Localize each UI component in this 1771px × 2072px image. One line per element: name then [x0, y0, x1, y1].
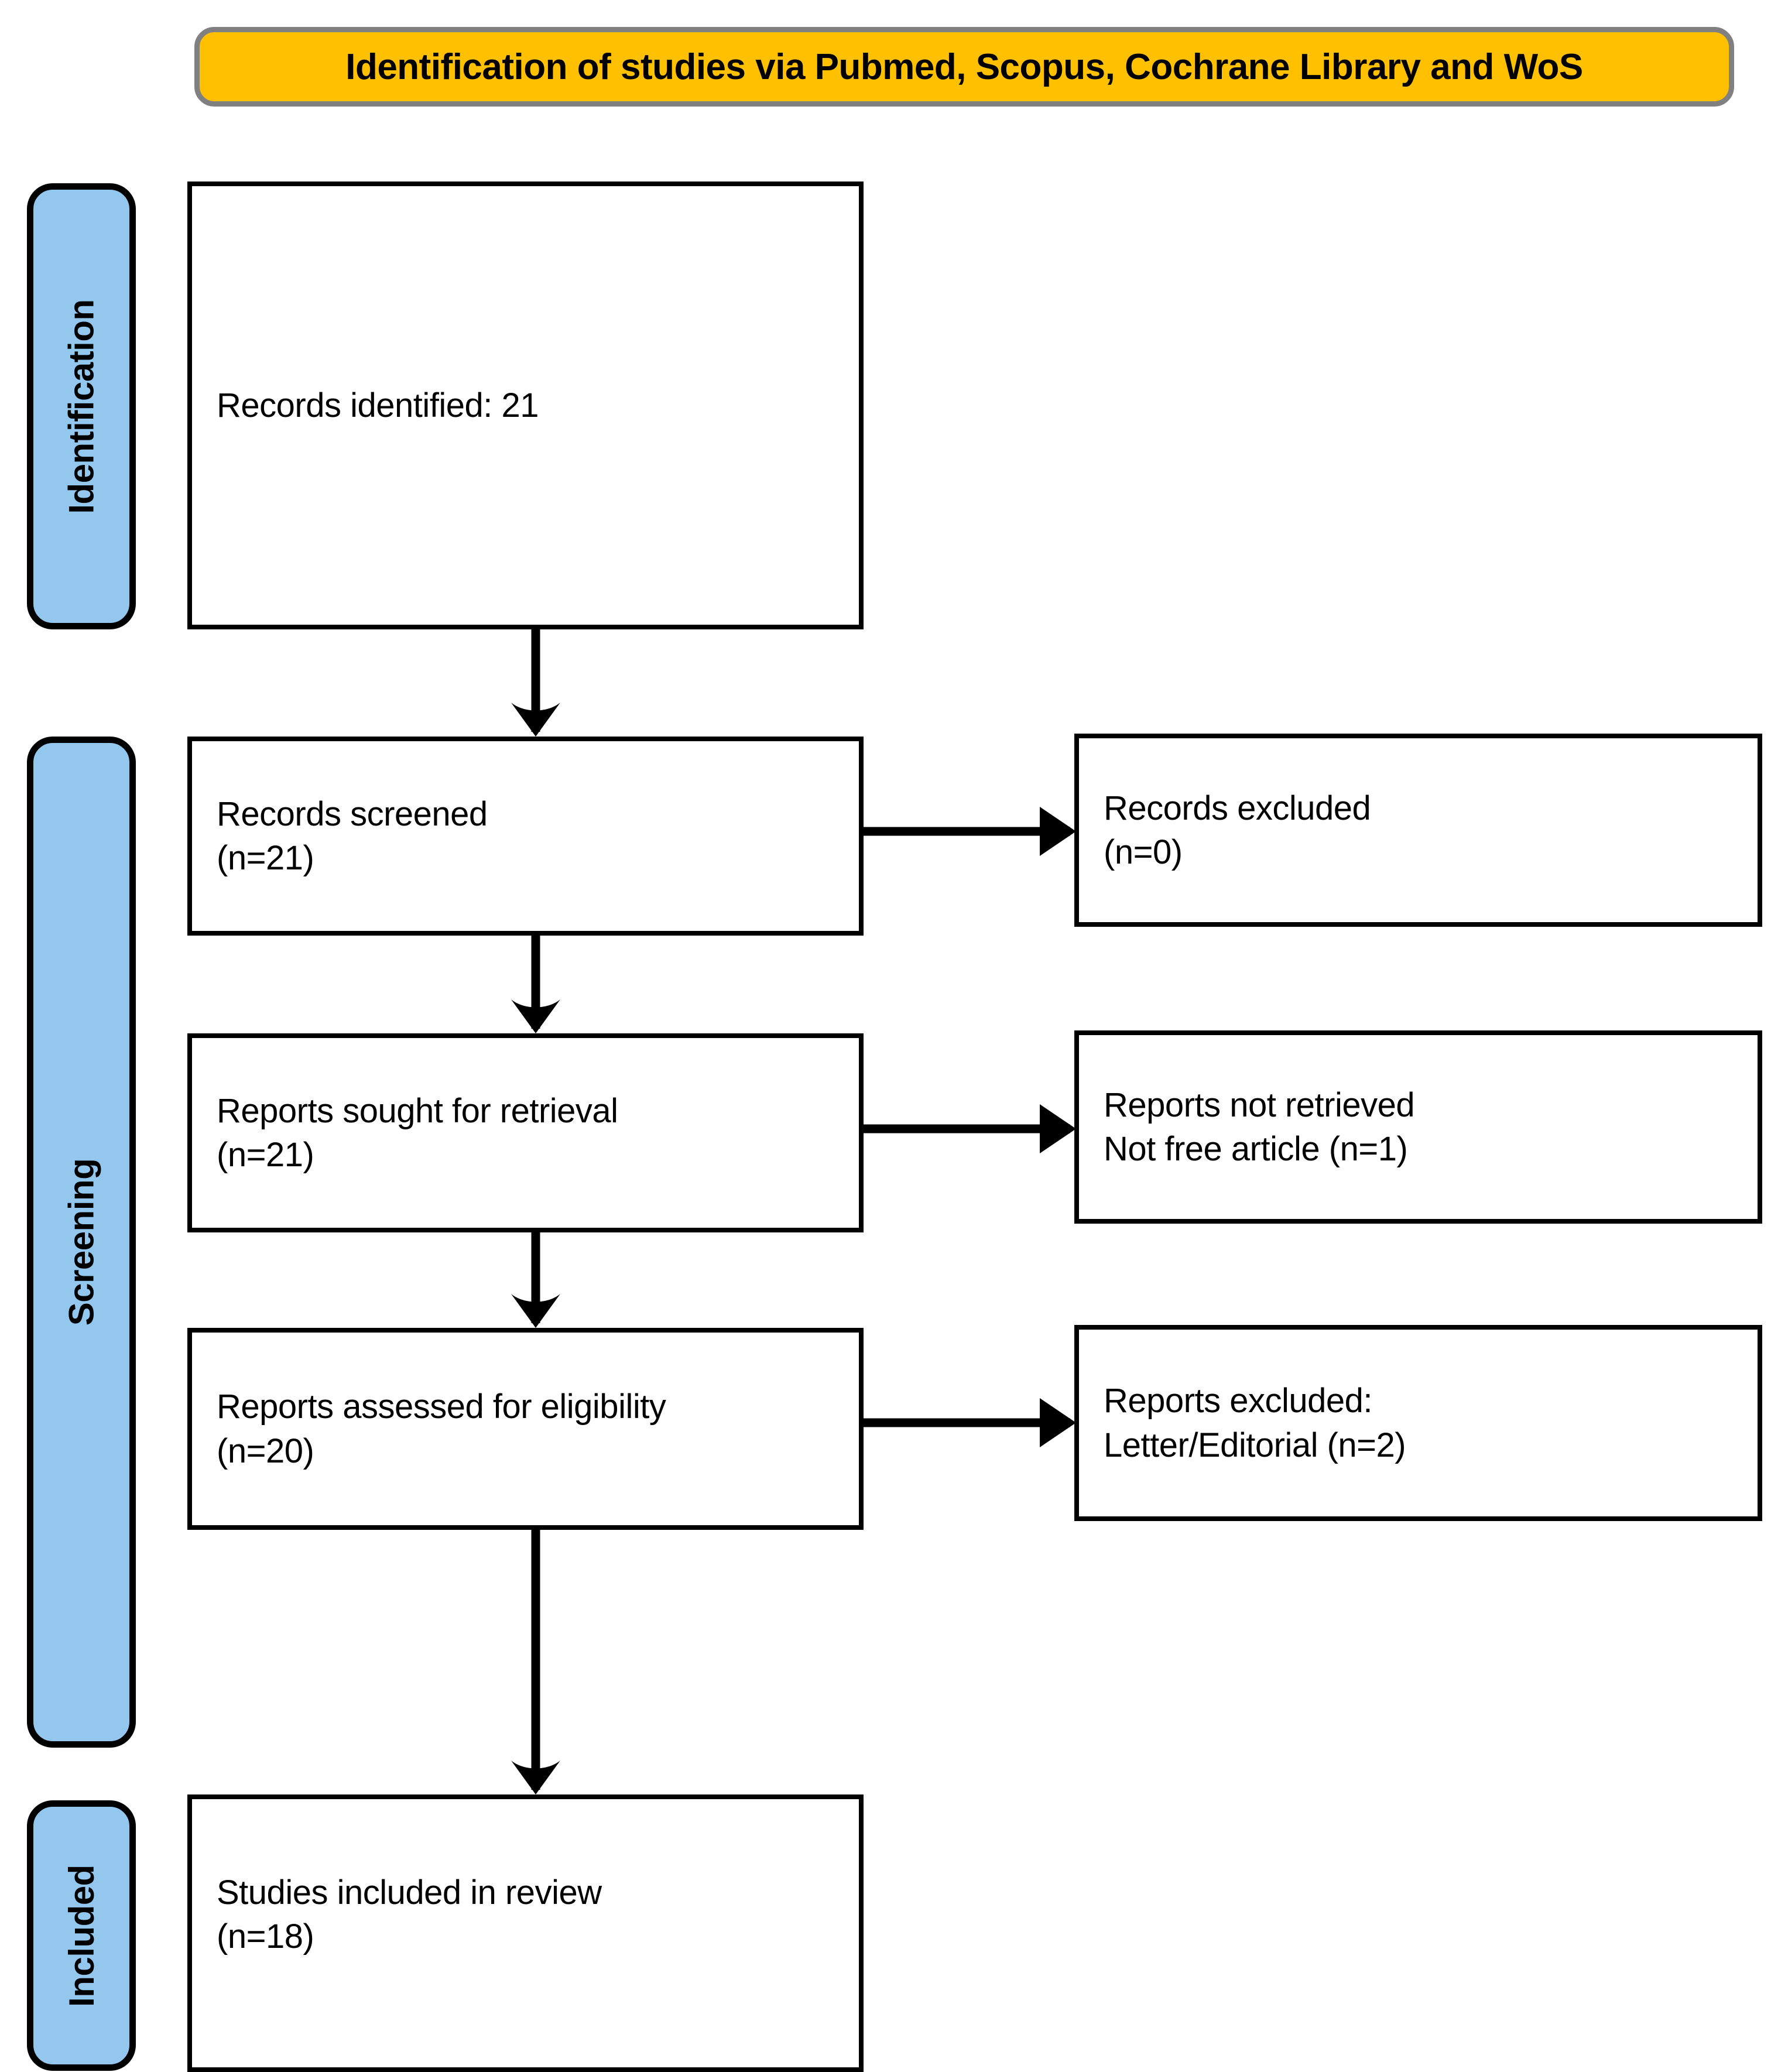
box-records-excluded-line1: Records excluded — [1104, 789, 1371, 827]
box-studies-included-line2: (n=18) — [217, 1917, 314, 1956]
box-reports-excluded-line1: Reports excluded: — [1104, 1382, 1372, 1420]
arrow-screened-to-records-excluded — [864, 807, 1076, 856]
phase-label-included: Included — [27, 1800, 136, 2071]
box-studies-included: Studies included in review (n=18) — [187, 1794, 864, 2072]
box-reports-excluded: Reports excluded: Letter/Editorial (n=2) — [1074, 1325, 1762, 1521]
banner-title: Identification of studies via Pubmed, Sc… — [345, 46, 1583, 87]
box-records-screened: Records screened (n=21) — [187, 737, 864, 936]
box-reports-assessed-line1: Reports assessed for eligibility — [217, 1388, 666, 1426]
box-reports-excluded-line2: Letter/Editorial (n=2) — [1104, 1426, 1406, 1464]
arrow-screened-to-sought — [511, 936, 560, 1033]
box-records-identified-line1: Records identified: 21 — [217, 386, 539, 424]
box-studies-included-line1: Studies included in review — [217, 1874, 602, 1912]
arrow-assessed-to-reports-excluded — [864, 1398, 1076, 1447]
box-reports-sought-line1: Reports sought for retrieval — [217, 1091, 618, 1130]
box-reports-not-retrieved: Reports not retrieved Not free article (… — [1074, 1030, 1762, 1224]
phase-label-identification: Identification — [27, 183, 136, 629]
phase-label-identification-text: Identification — [61, 299, 101, 514]
box-records-screened-line1: Records screened — [217, 794, 488, 833]
box-reports-assessed: Reports assessed for eligibility (n=20) — [187, 1328, 864, 1530]
box-reports-not-retrieved-line2: Not free article (n=1) — [1104, 1130, 1408, 1168]
phase-label-screening-text: Screening — [61, 1158, 101, 1326]
box-reports-sought: Reports sought for retrieval (n=21) — [187, 1033, 864, 1232]
phase-label-included-text: Included — [61, 1864, 101, 2007]
box-reports-sought-line2: (n=21) — [217, 1136, 314, 1174]
arrow-identified-to-screened — [511, 629, 560, 737]
arrow-assessed-to-included — [511, 1530, 560, 1794]
box-reports-not-retrieved-line1: Reports not retrieved — [1104, 1085, 1415, 1124]
box-records-excluded: Records excluded (n=0) — [1074, 734, 1762, 927]
box-records-identified: Records identified: 21 — [187, 181, 864, 629]
identification-source-banner: Identification of studies via Pubmed, Sc… — [194, 27, 1734, 107]
phase-label-screening: Screening — [27, 737, 136, 1748]
arrow-sought-to-assessed — [511, 1232, 560, 1328]
box-records-excluded-line2: (n=0) — [1104, 833, 1183, 871]
arrow-sought-to-not-retrieved — [864, 1104, 1076, 1153]
box-reports-assessed-line2: (n=20) — [217, 1431, 314, 1470]
box-records-screened-line2: (n=21) — [217, 839, 314, 877]
